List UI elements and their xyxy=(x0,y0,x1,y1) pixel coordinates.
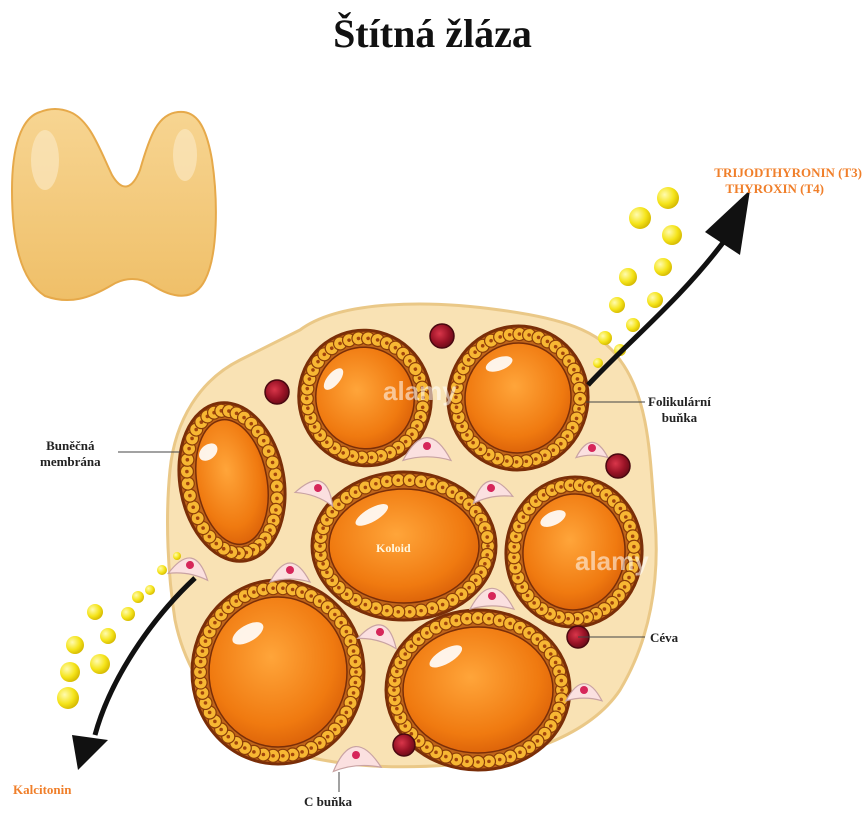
hormone-dot xyxy=(662,225,682,245)
hormone-dot xyxy=(87,604,103,620)
hormone-dot xyxy=(173,552,181,560)
vessel-label: Céva xyxy=(650,630,678,646)
hormones-label: TRIJODTHYRONIN (T3) THYROXIN (T4) xyxy=(650,165,862,197)
svg-text:alamy: alamy xyxy=(383,376,457,406)
hormone-dot xyxy=(609,297,625,313)
hormone-dot xyxy=(626,318,640,332)
calcitonin-label: Kalcitonin xyxy=(13,782,72,798)
hormone-dot xyxy=(66,636,84,654)
hormone-dot xyxy=(157,565,167,575)
thyroid-gland-icon xyxy=(12,109,216,300)
colloid-label: Koloid xyxy=(376,541,411,556)
blood-vessel xyxy=(606,454,630,478)
hormone-dot xyxy=(57,687,79,709)
hormone-dot xyxy=(60,662,80,682)
hormone-dot xyxy=(132,591,144,603)
hormone-dot xyxy=(100,628,116,644)
blood-vessel xyxy=(393,734,415,756)
hormone-dot xyxy=(121,607,135,621)
hormone-dot xyxy=(619,268,637,286)
c-cell-label: C buňka xyxy=(304,794,352,810)
hormone-dot xyxy=(647,292,663,308)
blood-vessel xyxy=(265,380,289,404)
thyroid-follicle xyxy=(192,580,364,764)
cell-membrane-label: Buněčná membrána xyxy=(40,438,101,470)
blood-vessel xyxy=(430,324,454,348)
hormone-dot xyxy=(90,654,110,674)
hormone-dot xyxy=(593,358,603,368)
hormone-dot xyxy=(654,258,672,276)
follicular-cell-label: Folikulární buňka xyxy=(648,394,711,426)
svg-text:alamy: alamy xyxy=(575,546,649,576)
hormone-dot xyxy=(629,207,651,229)
hormone-dot xyxy=(145,585,155,595)
hormone-dot xyxy=(598,331,612,345)
